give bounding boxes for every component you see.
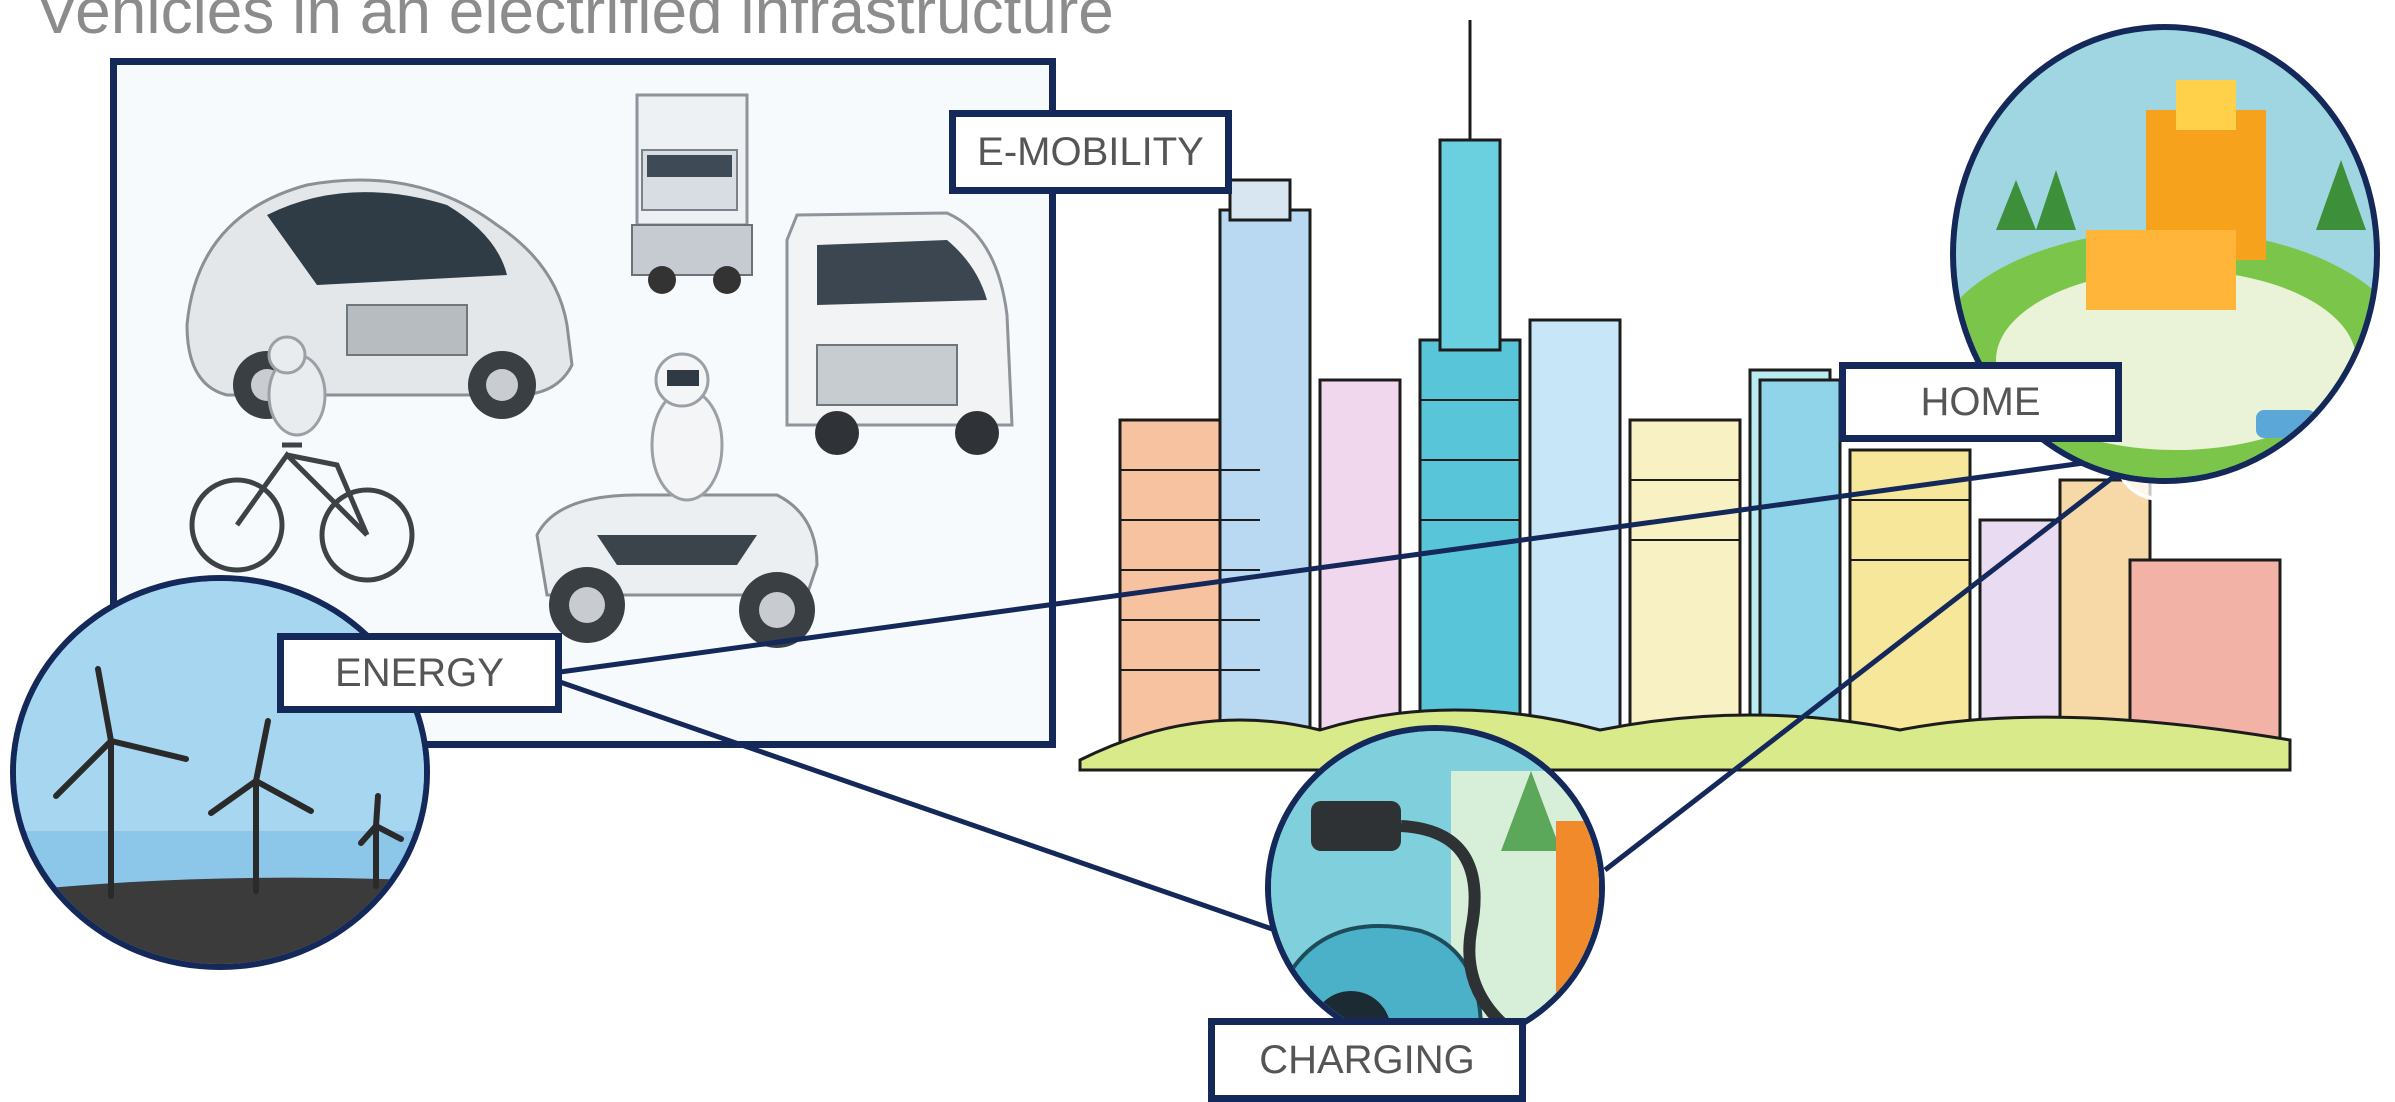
- e-bike-icon: [189, 335, 415, 583]
- energy-label: ENERGY: [277, 633, 562, 713]
- wind-turbines-illustration: [16, 581, 424, 964]
- charging-circle: [1265, 725, 1605, 1050]
- home-illustration: [1956, 80, 2374, 478]
- electric-truck-icon: [631, 93, 753, 294]
- home-label: HOME: [1839, 362, 2122, 442]
- charging-label: CHARGING: [1208, 1018, 1526, 1102]
- vehicles-illustration: [185, 93, 1014, 648]
- e-scooter-icon: [535, 352, 819, 648]
- slide-title: Vehicles in an electrified infrastructur…: [36, 0, 1114, 47]
- emobility-label: E-MOBILITY: [949, 110, 1232, 194]
- emobility-vehicles-panel: [110, 58, 1056, 748]
- home-circle: [1950, 24, 2380, 484]
- charging-illustration: [1271, 731, 1599, 1044]
- electric-van-icon: [785, 211, 1014, 455]
- connector-lines: [559, 455, 2127, 933]
